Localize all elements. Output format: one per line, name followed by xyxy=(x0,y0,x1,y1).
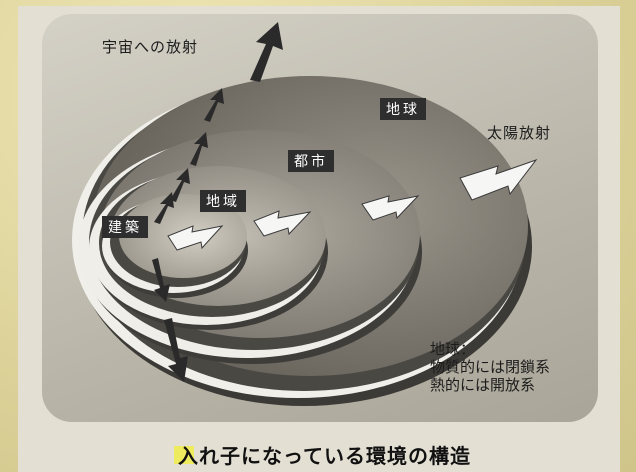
note-line: 熱的には開放系 xyxy=(430,376,536,394)
solar-radiation-arrows xyxy=(167,158,538,251)
figure-caption: 入れ子になっている環境の構造 xyxy=(178,444,471,468)
earth-note: 地球： 物質的には閉鎖系 熱的には開放系 xyxy=(430,340,550,394)
nested-environment-diagram: 宇宙への放射 地球 太陽放射 都市 地域 建築 地球： 物質的には閉鎖系 熱的に… xyxy=(42,14,598,422)
caption-highlight xyxy=(174,446,194,464)
outgoing-radiation-arrows xyxy=(154,22,283,224)
space-arrow-large xyxy=(250,22,283,82)
note-line: 物質的には閉鎖系 xyxy=(430,358,551,376)
region-label: 地域 xyxy=(200,190,246,212)
city-label: 都市 xyxy=(288,150,334,172)
downward-arrows xyxy=(152,258,188,382)
solar-radiation-label: 太陽放射 xyxy=(487,124,552,142)
earth-label: 地球 xyxy=(380,98,426,120)
diagram-graphic xyxy=(72,22,538,406)
space-radiation-label: 宇宙への放射 xyxy=(102,38,199,56)
architecture-label: 建築 xyxy=(102,216,148,238)
note-line: 地球： xyxy=(430,340,476,358)
